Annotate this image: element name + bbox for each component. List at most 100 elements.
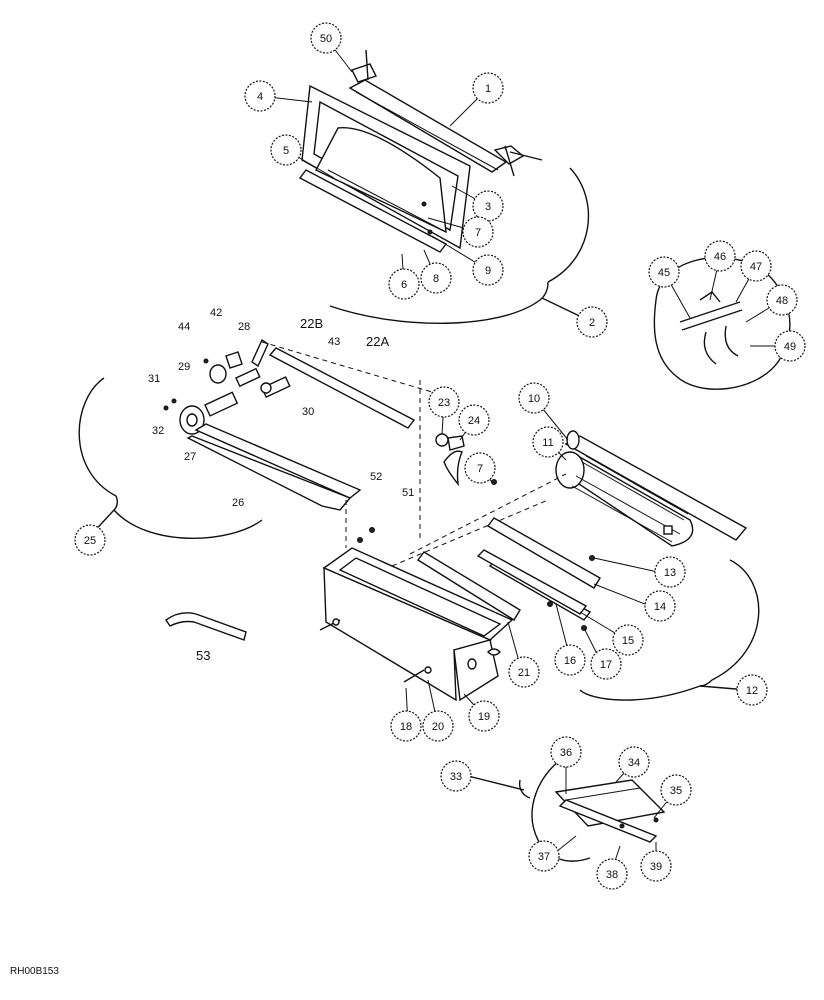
svg-text:8: 8 xyxy=(433,273,439,285)
callout-c49: 49 xyxy=(774,330,806,362)
callout-c3: 3 xyxy=(472,190,504,222)
callout-c23: 23 xyxy=(428,386,460,418)
svg-text:38: 38 xyxy=(606,869,618,881)
callout-c10: 10 xyxy=(518,382,550,414)
label-t53: 53 xyxy=(196,648,210,663)
label-t22a: 22A xyxy=(366,334,389,349)
callout-c17: 17 xyxy=(590,648,622,680)
callout-c37: 37 xyxy=(528,840,560,872)
callout-c12: 12 xyxy=(736,674,768,706)
callout-c33: 33 xyxy=(440,760,472,792)
svg-text:3: 3 xyxy=(485,201,491,213)
svg-text:1: 1 xyxy=(485,83,491,95)
callout-c7b: 7 xyxy=(464,452,496,484)
svg-text:48: 48 xyxy=(776,295,788,307)
top-frame-assembly xyxy=(298,49,543,253)
label-t26: 26 xyxy=(232,497,244,509)
roller-assembly xyxy=(555,430,748,547)
svg-text:25: 25 xyxy=(84,535,96,547)
label-t30: 30 xyxy=(302,406,314,418)
svg-text:36: 36 xyxy=(560,747,572,759)
label-t27: 27 xyxy=(184,451,196,463)
svg-text:9: 9 xyxy=(485,265,491,277)
svg-text:2: 2 xyxy=(589,317,595,329)
svg-text:5: 5 xyxy=(283,145,289,157)
callout-c4: 4 xyxy=(244,80,276,112)
callout-c20: 20 xyxy=(422,710,454,742)
callout-c6: 6 xyxy=(388,268,420,300)
callout-c25: 25 xyxy=(74,524,106,556)
svg-text:20: 20 xyxy=(432,721,444,733)
svg-text:7: 7 xyxy=(475,227,481,239)
callout-c5: 5 xyxy=(270,134,302,166)
label-t43: 43 xyxy=(328,336,340,348)
callout-c46: 46 xyxy=(704,240,736,272)
callout-c21: 21 xyxy=(508,656,540,688)
svg-text:35: 35 xyxy=(670,785,682,797)
svg-text:33: 33 xyxy=(450,771,462,783)
reference-code: RH00B153 xyxy=(10,966,59,977)
callout-c35: 35 xyxy=(660,774,692,806)
callout-c45: 45 xyxy=(648,256,680,288)
svg-text:14: 14 xyxy=(654,601,666,613)
svg-text:49: 49 xyxy=(784,341,796,353)
svg-text:47: 47 xyxy=(750,261,762,273)
label-t52: 52 xyxy=(370,471,382,483)
label-t28: 28 xyxy=(238,321,250,333)
svg-text:7: 7 xyxy=(477,463,483,475)
svg-text:39: 39 xyxy=(650,861,662,873)
callout-c15: 15 xyxy=(612,624,644,656)
svg-text:19: 19 xyxy=(478,711,490,723)
svg-text:11: 11 xyxy=(542,437,553,449)
callout-c8: 8 xyxy=(420,262,452,294)
callout-c16: 16 xyxy=(554,644,586,676)
shaft-assembly xyxy=(163,338,433,511)
callout-group: 5014537986245464748492324101172513141516… xyxy=(74,22,806,890)
svg-text:12: 12 xyxy=(746,685,758,697)
label-t32: 32 xyxy=(152,425,164,437)
callout-c14: 14 xyxy=(644,590,676,622)
callout-c39: 39 xyxy=(640,850,672,882)
label-group: 44 42 28 22B 43 22A 29 31 32 30 27 26 52 51 53 xyxy=(148,307,414,663)
callout-c36: 36 xyxy=(550,736,582,768)
svg-text:34: 34 xyxy=(628,757,640,769)
label-t51: 51 xyxy=(402,487,414,499)
svg-text:13: 13 xyxy=(664,567,676,579)
svg-text:18: 18 xyxy=(400,721,412,733)
label-t44: 44 xyxy=(178,321,190,333)
callout-c34: 34 xyxy=(618,746,650,778)
callout-c7a: 7 xyxy=(462,216,494,248)
callout-c18: 18 xyxy=(390,710,422,742)
label-t29: 29 xyxy=(178,361,190,373)
svg-text:4: 4 xyxy=(257,91,263,103)
svg-text:23: 23 xyxy=(438,397,450,409)
main-housing xyxy=(319,380,601,702)
label-t42: 42 xyxy=(210,307,222,319)
callout-c38: 38 xyxy=(596,858,628,890)
callout-c50: 50 xyxy=(310,22,342,54)
svg-text:24: 24 xyxy=(468,415,480,427)
svg-text:17: 17 xyxy=(600,659,612,671)
label-t22b: 22B xyxy=(300,316,323,331)
svg-text:10: 10 xyxy=(528,393,540,405)
label-t31: 31 xyxy=(148,373,160,385)
svg-text:16: 16 xyxy=(564,655,576,667)
callout-c48: 48 xyxy=(766,284,798,316)
callout-c47: 47 xyxy=(740,250,772,282)
callout-c24: 24 xyxy=(458,404,490,436)
callout-c2: 2 xyxy=(576,306,608,338)
svg-text:6: 6 xyxy=(401,279,407,291)
callout-c11: 11 xyxy=(532,426,564,458)
svg-text:50: 50 xyxy=(320,33,332,45)
callout-c19: 19 xyxy=(468,700,500,732)
svg-text:37: 37 xyxy=(538,851,550,863)
bottom-plate-assembly xyxy=(467,759,666,862)
svg-text:45: 45 xyxy=(658,267,670,279)
svg-text:21: 21 xyxy=(518,667,530,679)
callout-c1: 1 xyxy=(472,72,504,104)
svg-text:46: 46 xyxy=(714,251,726,263)
svg-text:15: 15 xyxy=(622,635,634,647)
callout-c13: 13 xyxy=(654,556,686,588)
